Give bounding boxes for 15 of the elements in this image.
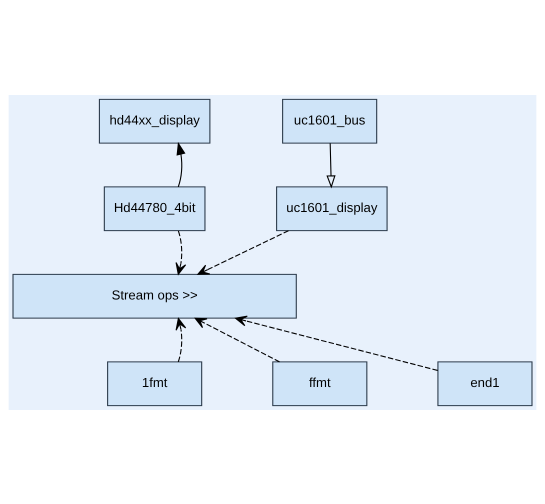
arrow [194, 317, 280, 362]
node-box: end1 [437, 360, 533, 406]
arrow [234, 315, 438, 370]
arrow [197, 230, 289, 274]
node-box: uc1601_display [276, 186, 388, 231]
node-box: ffmt [272, 360, 368, 406]
arrow [176, 317, 186, 362]
arrow [326, 142, 336, 188]
arrow [176, 230, 186, 274]
node-box: Stream ops >> [12, 273, 297, 318]
arrow [176, 141, 186, 186]
node-box: 1fmt [107, 360, 202, 406]
node-box: Hd44780_4bit [104, 186, 206, 231]
node-box: hd44xx_display [98, 98, 210, 144]
node-box: uc1601_bus [282, 98, 378, 144]
